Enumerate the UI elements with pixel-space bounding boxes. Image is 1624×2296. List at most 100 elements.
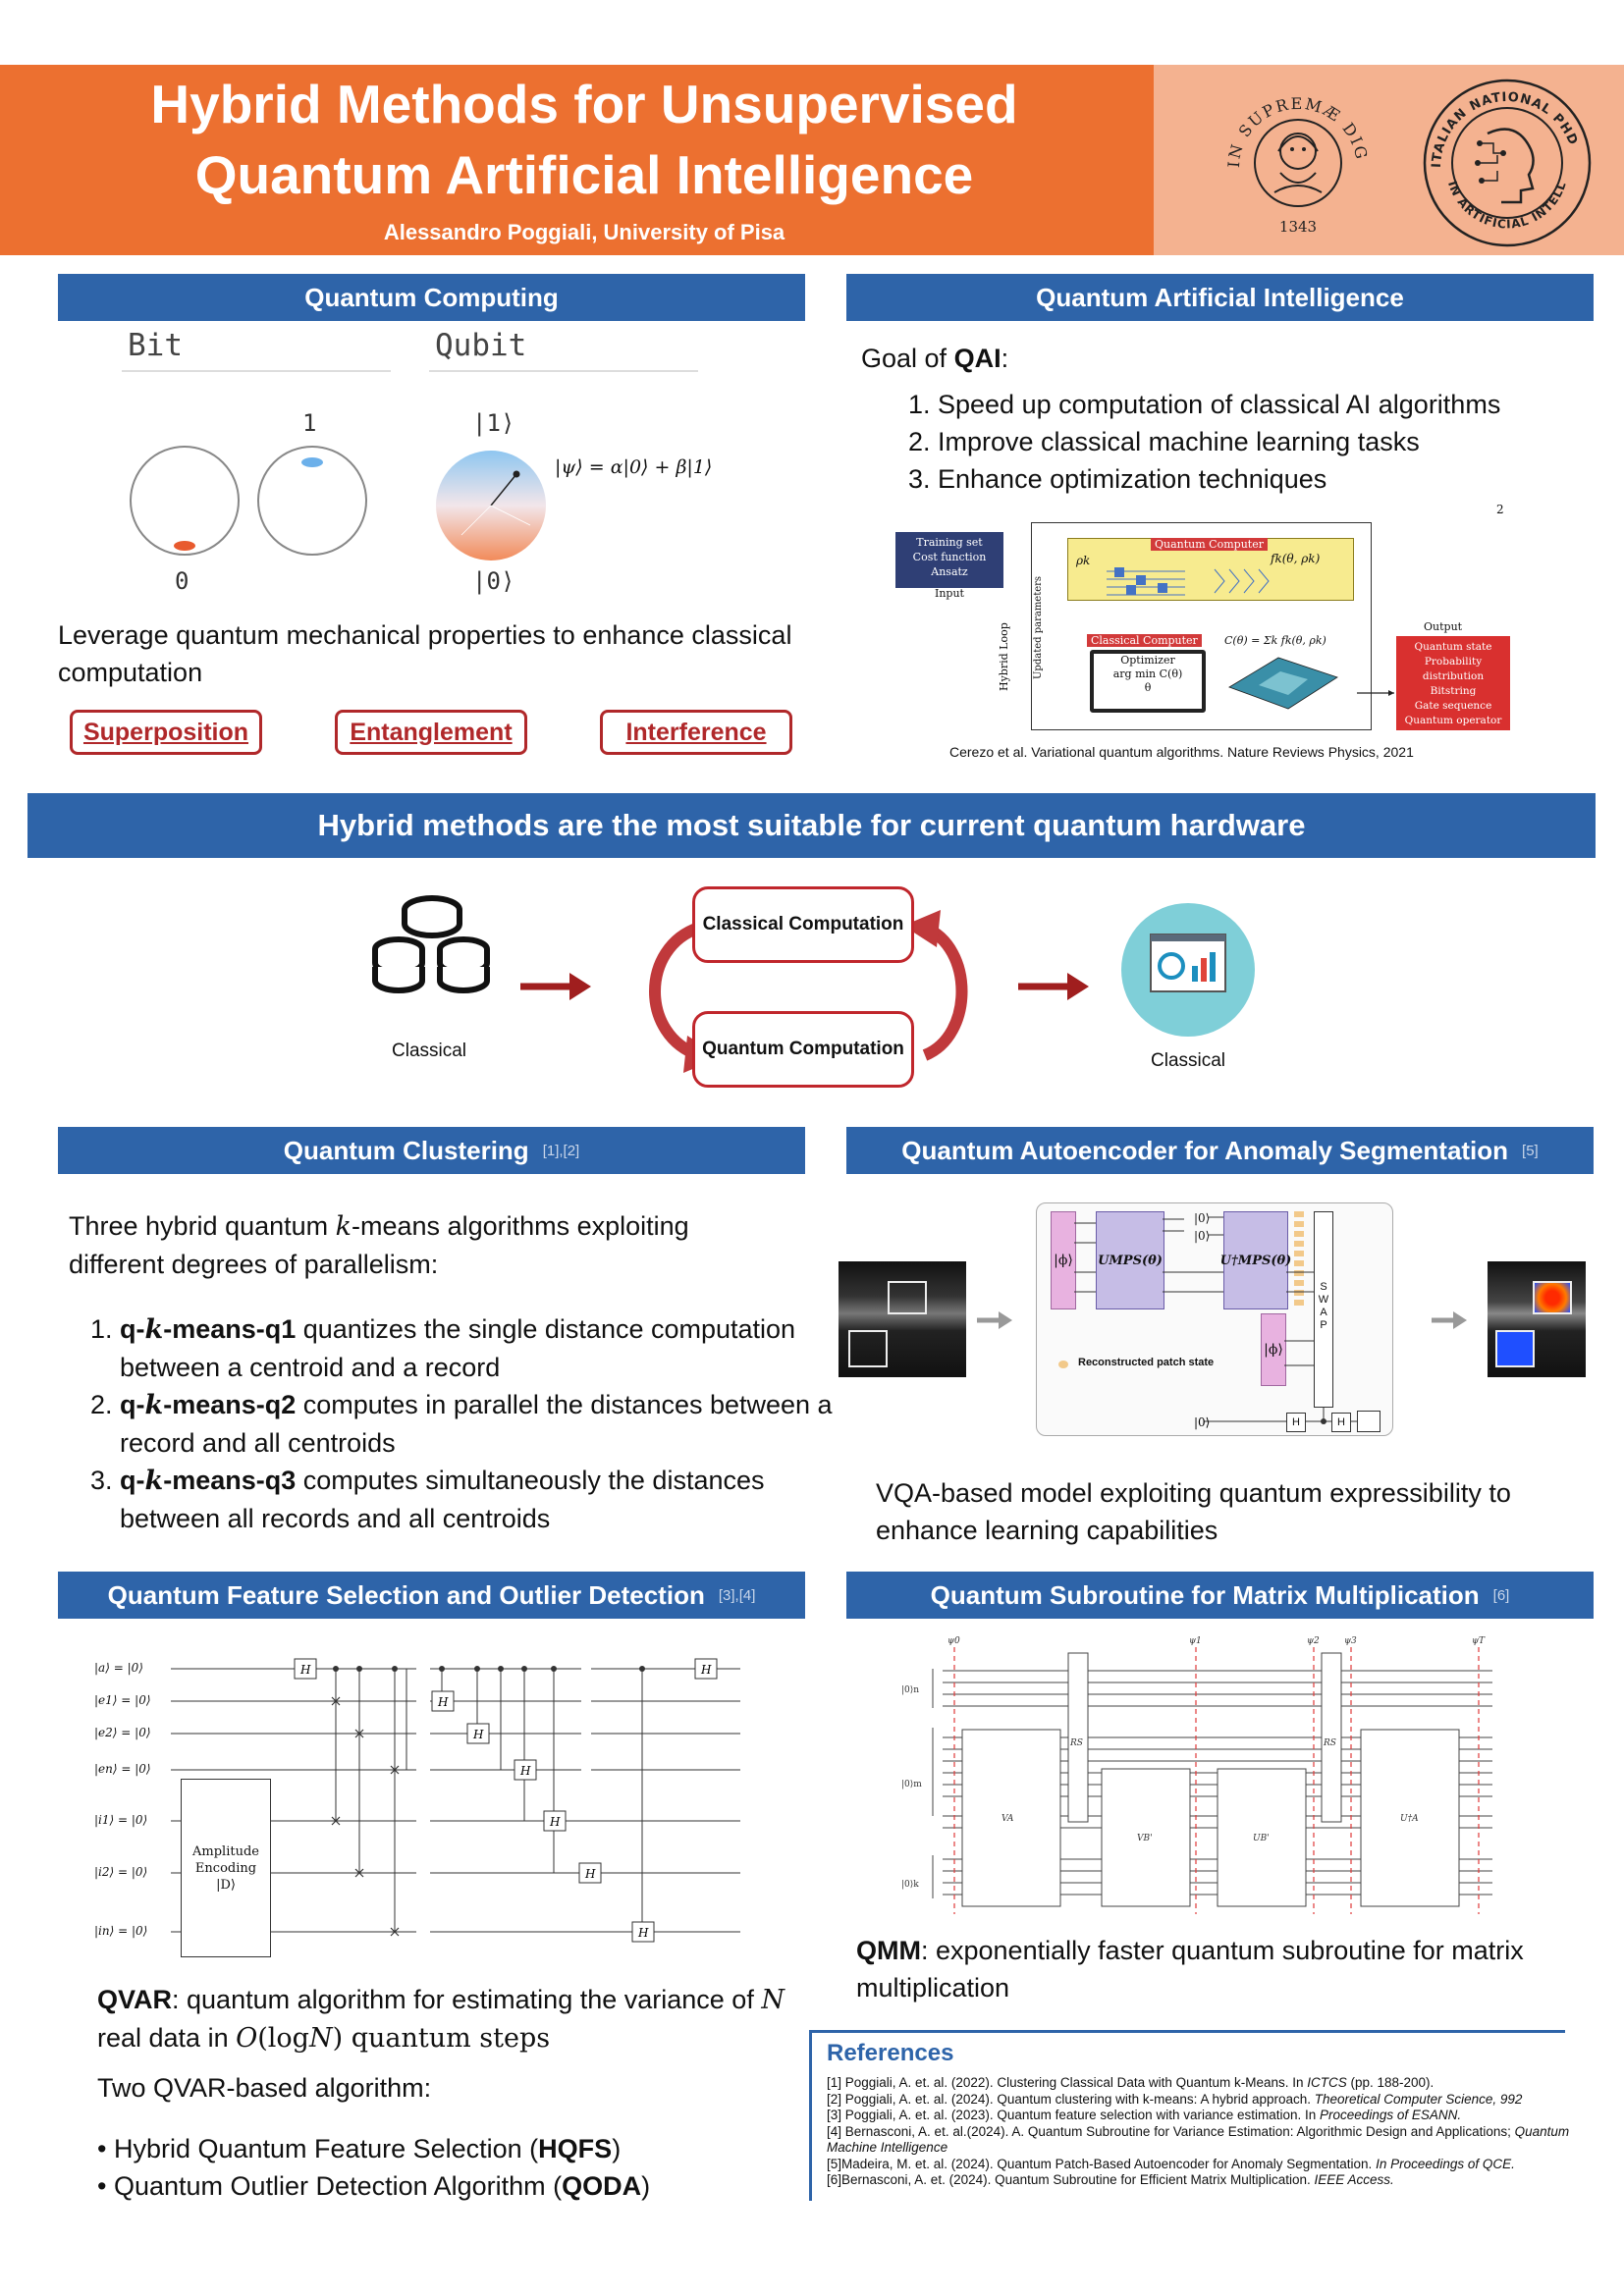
quantum-computer-label: Quantum Computer — [1151, 538, 1268, 551]
qai-heading-text: Quantum Artificial Intelligence — [1036, 282, 1404, 312]
qvar-description: QVAR: quantum algorithm for estimating t… — [97, 1985, 785, 2054]
svg-text:RS: RS — [1323, 1738, 1336, 1748]
arrow-right-icon — [1432, 1311, 1467, 1329]
svg-text:H: H — [519, 1764, 531, 1778]
arrow-right-icon — [977, 1311, 1012, 1329]
goal-suffix: : — [1001, 344, 1009, 373]
title-line-2: Quantum Artificial Intelligence — [194, 144, 974, 205]
ket-zero-label: |0⟩ — [472, 567, 515, 595]
header-banner — [0, 65, 1154, 255]
svg-text:H: H — [437, 1695, 449, 1709]
input-line: Cost function — [912, 551, 987, 563]
svg-text:|0⟩m: |0⟩m — [901, 1780, 922, 1789]
reconstructed-legend: Reconstructed patch state — [1078, 1357, 1215, 1368]
output-line: Gate sequence — [1414, 700, 1492, 712]
wire-label: |e2⟩ = |0⟩ — [94, 1726, 151, 1739]
wire-label: |a⟩ = |0⟩ — [94, 1661, 143, 1675]
wire-label: |e1⟩ = |0⟩ — [94, 1693, 151, 1707]
svg-text:|0⟩k: |0⟩k — [901, 1880, 919, 1890]
svg-text:|0⟩: |0⟩ — [1194, 1415, 1210, 1429]
references-title: References — [827, 2040, 954, 2066]
wire-label: |i1⟩ = |0⟩ — [94, 1813, 148, 1827]
quantum-computing-heading: Quantum Computing — [58, 274, 805, 321]
hybrid-banner-text: Hybrid methods are the most suitable for… — [317, 808, 1306, 842]
ket-one-label: |1⟩ — [472, 409, 515, 437]
wire-label: |in⟩ = |0⟩ — [94, 1924, 148, 1938]
output-label: Output — [1424, 620, 1463, 633]
intro-text: Three hybrid quantum — [69, 1211, 336, 1241]
fk-label: fk(θ, ρk) — [1271, 552, 1321, 565]
goal-prefix: Goal of — [861, 344, 954, 373]
reference-item: [1] Poggiali, A. et. al. (2022). Cluster… — [827, 2075, 1435, 2090]
bloch-sphere — [436, 451, 546, 561]
h-gate: H — [1331, 1413, 1351, 1432]
university-seal-logo: IN SUPREMÆ DIGNITATIS 1343 — [1210, 75, 1370, 236]
references-side-border — [809, 2030, 812, 2201]
psi-state-formula: |ψ⟩ = α|0⟩ + β|1⟩ — [555, 456, 713, 478]
qubit-underline — [429, 370, 698, 372]
optimizer-monitor: Optimizer arg min C(θ) θ — [1090, 650, 1206, 713]
wire-label: |i2⟩ = |0⟩ — [94, 1865, 148, 1879]
goal-qai-bold: QAI — [953, 344, 1001, 373]
rho-label: ρk — [1076, 554, 1091, 567]
hybrid-loop-label: Hybrid Loop — [998, 622, 1010, 691]
vqa-citation: Cerezo et al. Variational quantum algori… — [949, 744, 1414, 760]
qvar-algorithm-item: • Quantum Outlier Detection Algorithm (Q… — [97, 2171, 651, 2201]
psi-label: ψ0 — [947, 1636, 960, 1646]
qmm-description: QMM: exponentially faster quantum subrou… — [856, 1936, 1524, 2002]
autoencoder-ref: [5] — [1522, 1142, 1539, 1159]
references-list: [1] Poggiali, A. et. al. (2022). Cluster… — [827, 2075, 1612, 2189]
qvar-algorithms-list: • Hybrid Quantum Feature Selection (HQFS… — [97, 2130, 650, 2205]
intro-k: k — [335, 1211, 352, 1242]
input-patch-image — [839, 1261, 966, 1377]
reference-item: [2] Poggiali, A. et. al. (2024). Quantum… — [827, 2091, 1523, 2107]
h-gate: H — [1286, 1413, 1306, 1432]
reference-item: [5]Madeira, M. et. al. (2024). Quantum P… — [827, 2156, 1515, 2171]
svg-text:UB': UB' — [1253, 1834, 1270, 1843]
clustering-list: q-k-means-q1 quantizes the single distan… — [69, 1310, 866, 1537]
u-mps-dagger-block: U†MPS(θ) — [1220, 1211, 1291, 1309]
qai-goal-item: Speed up computation of classical AI alg… — [938, 386, 1624, 423]
circuit-wires: |0⟩ — [1074, 1216, 1371, 1429]
svg-text:H: H — [299, 1663, 311, 1677]
qai-figure-number: 2 — [1496, 503, 1504, 516]
qai-goal-item: Enhance optimization techniques — [938, 460, 1624, 498]
autoencoder-heading-text: Quantum Autoencoder for Anomaly Segmenta… — [901, 1135, 1509, 1165]
optimizer-line: θ — [1144, 681, 1152, 694]
classical-computation-box: Classical Computation — [692, 886, 914, 963]
autoencoder-description: VQA-based model exploiting quantum expre… — [876, 1478, 1511, 1545]
qai-goal-item: Improve classical machine learning tasks — [938, 423, 1624, 460]
hybrid-banner: Hybrid methods are the most suitable for… — [27, 793, 1596, 858]
clustering-item: q-k-means-q2 computes in parallel the di… — [120, 1386, 866, 1462]
output-box: Quantum state Probability distribution B… — [1396, 636, 1510, 730]
input-label: Input — [935, 587, 964, 600]
arrow-right-icon — [520, 973, 591, 1000]
svg-text:VA: VA — [1001, 1814, 1014, 1824]
hybrid-right-label: Classical — [1151, 1050, 1226, 1071]
svg-text:VB': VB' — [1137, 1834, 1153, 1843]
clustering-intro: Three hybrid quantum k-means algorithms … — [69, 1207, 776, 1283]
qai-goal-line: Goal of QAI: — [861, 340, 1008, 377]
phi-block: |ϕ⟩ — [1051, 1211, 1076, 1309]
bit-underline — [122, 370, 391, 372]
output-line: Probability distribution — [1422, 656, 1485, 682]
qai-goals-list: Speed up computation of classical AI alg… — [887, 386, 1624, 498]
database-icon — [372, 895, 490, 993]
legend-dot — [1058, 1361, 1068, 1368]
interference-tag: Interference — [600, 710, 792, 755]
quantum-circuit-icon — [1107, 567, 1270, 596]
feature-heading: Quantum Feature Selection and Outlier De… — [58, 1572, 805, 1619]
phi-block-2: |ϕ⟩ — [1261, 1313, 1286, 1386]
wire-label: |en⟩ = |0⟩ — [94, 1762, 151, 1776]
svg-text:H: H — [700, 1663, 712, 1677]
matrix-heading: Quantum Subroutine for Matrix Multiplica… — [846, 1572, 1594, 1619]
clustering-item: q-k-means-q1 quantizes the single distan… — [120, 1310, 866, 1386]
autoencoder-circuit: |ϕ⟩ UMPS(θ) |0⟩ |0⟩ U†MPS(θ) S W A P |ϕ⟩… — [1036, 1202, 1393, 1436]
svg-text:ψ3: ψ3 — [1344, 1636, 1357, 1646]
output-anomaly-image — [1488, 1261, 1586, 1377]
svg-text:ψ2: ψ2 — [1307, 1636, 1320, 1646]
output-line: Bitstring — [1430, 685, 1477, 697]
reference-item: [4] Bernasconi, A. et. al.(2024). A. Qua… — [827, 2123, 1570, 2156]
